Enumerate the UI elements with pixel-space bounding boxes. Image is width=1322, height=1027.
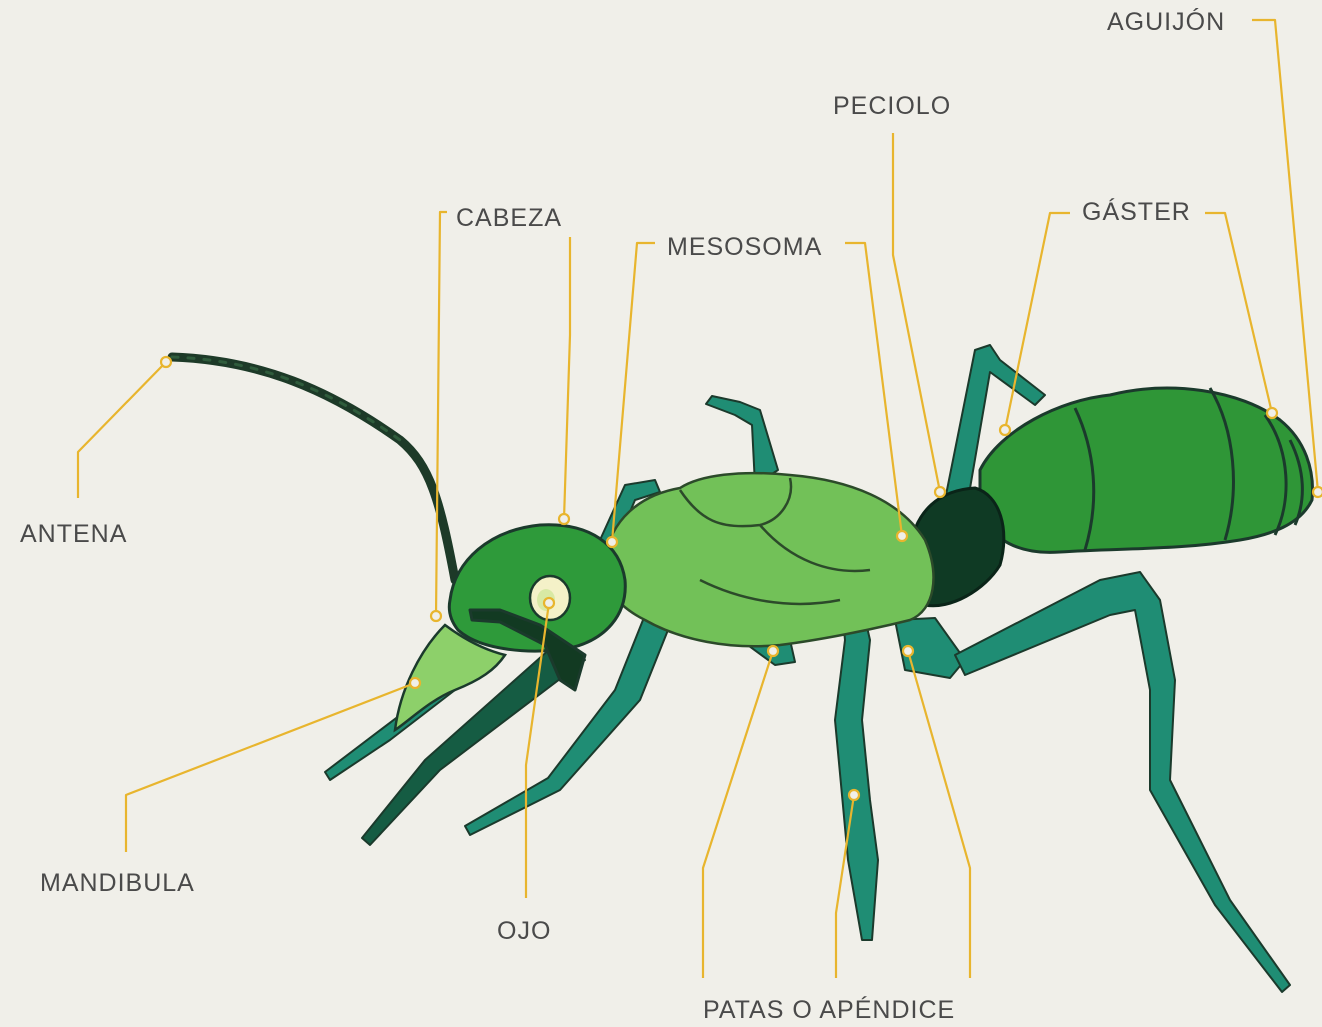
dot-gaster-right: [1267, 408, 1277, 418]
dot-cabeza-right: [559, 514, 569, 524]
dot-mesosoma-right: [897, 531, 907, 541]
antenna: [172, 357, 455, 580]
dot-mesosoma-left: [607, 537, 617, 547]
dot-patas-2: [849, 790, 859, 800]
leader-cabeza-right: [564, 237, 570, 519]
label-ojo: OJO: [497, 919, 551, 944]
leader-gaster-right: [1205, 213, 1272, 413]
leader-patas-3: [908, 651, 970, 978]
label-patas: PATAS O APÉNDICE: [703, 998, 955, 1023]
label-mandibula: MANDIBULA: [40, 871, 195, 896]
leader-cabeza-left: [436, 212, 447, 616]
dot-peciolo: [935, 487, 945, 497]
mesosoma: [605, 473, 934, 646]
dot-gaster-left: [1000, 425, 1010, 435]
dot-ojo: [544, 598, 554, 608]
label-peciolo: PECIOLO: [833, 94, 951, 119]
label-antena: ANTENA: [20, 522, 127, 547]
leader-peciolo: [893, 133, 940, 492]
label-mesosoma: MESOSOMA: [667, 235, 822, 260]
label-gaster: GÁSTER: [1082, 200, 1191, 225]
label-cabeza: CABEZA: [456, 206, 562, 231]
leader-antena: [78, 362, 166, 498]
leader-patas-1: [703, 651, 773, 978]
label-aguijon: AGUIJÓN: [1107, 10, 1225, 35]
dot-mandibula: [410, 678, 420, 688]
dot-aguijon: [1313, 487, 1322, 497]
dot-cabeza-left: [431, 611, 441, 621]
dot-patas-1: [768, 646, 778, 656]
gaster: [980, 388, 1313, 552]
dot-antena: [161, 357, 171, 367]
dot-patas-3: [903, 646, 913, 656]
